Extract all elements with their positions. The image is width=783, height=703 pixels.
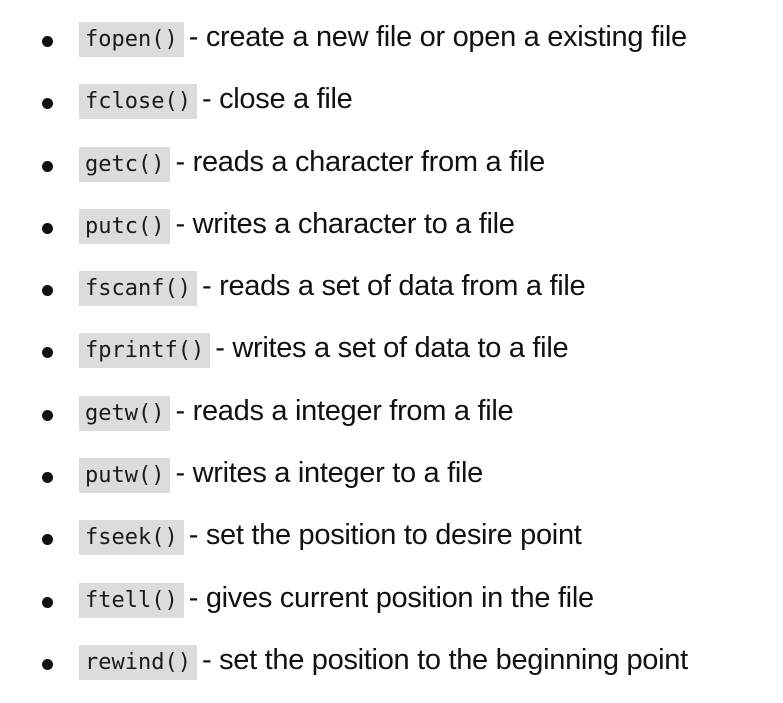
list-item: fprintf() - writes a set of data to a fi… xyxy=(0,320,783,382)
bullet-icon xyxy=(42,98,53,110)
list-item: fclose() - close a file xyxy=(0,71,783,133)
function-code: rewind() xyxy=(79,644,197,680)
function-description: - close a file xyxy=(201,83,353,116)
list-item-body: putw() - writes a integer to a file xyxy=(79,457,483,494)
list-item-body: fopen() - create a new file or open a ex… xyxy=(79,21,687,57)
file-functions-list: fopen() - create a new file or open a ex… xyxy=(0,9,783,694)
function-description: - gives current position in the file xyxy=(188,581,594,614)
function-code: fopen() xyxy=(79,22,184,57)
function-code: fseek() xyxy=(79,520,184,556)
function-description: - create a new file or open a existing f… xyxy=(188,21,687,53)
function-description: - reads a character from a file xyxy=(175,145,545,178)
function-code: fprintf() xyxy=(79,333,211,369)
list-item-body: putc() - writes a character to a file xyxy=(79,207,515,244)
list-item-body: fprintf() - writes a set of data to a fi… xyxy=(79,332,569,369)
function-code: fclose() xyxy=(79,84,197,120)
bullet-icon xyxy=(42,347,53,359)
bullet-icon xyxy=(42,472,53,484)
function-description: - reads a set of data from a file xyxy=(201,270,586,303)
list-item-body: fscanf() - reads a set of data from a fi… xyxy=(79,270,586,307)
function-description: - writes a integer to a file xyxy=(175,457,483,490)
list-item-body: ftell() - gives current position in the … xyxy=(79,581,594,618)
list-item: putw() - writes a integer to a file xyxy=(0,445,783,507)
bullet-icon xyxy=(42,160,53,172)
function-description: - set the position to the beginning poin… xyxy=(201,643,688,676)
function-code: putc() xyxy=(79,208,171,244)
function-description: - set the position to desire point xyxy=(188,519,582,552)
function-description: - reads a integer from a file xyxy=(175,394,514,427)
list-item-body: getw() - reads a integer from a file xyxy=(79,394,514,431)
list-item-body: rewind() - set the position to the begin… xyxy=(79,643,688,680)
bullet-icon xyxy=(42,658,53,670)
list-item-body: fseek() - set the position to desire poi… xyxy=(79,519,582,556)
bullet-icon xyxy=(42,409,53,421)
function-description: - writes a character to a file xyxy=(175,207,515,240)
list-item: putc() - writes a character to a file xyxy=(0,196,783,258)
function-code: putw() xyxy=(79,458,171,494)
function-description: - writes a set of data to a file xyxy=(215,332,569,365)
list-item-body: fclose() - close a file xyxy=(79,83,353,120)
list-item: getw() - reads a integer from a file xyxy=(0,383,783,445)
function-code: getc() xyxy=(79,146,171,182)
list-item-body: getc() - reads a character from a file xyxy=(79,145,545,182)
list-item: getc() - reads a character from a file xyxy=(0,134,783,196)
list-item: fscanf() - reads a set of data from a fi… xyxy=(0,258,783,320)
list-item: ftell() - gives current position in the … xyxy=(0,570,783,632)
bullet-icon xyxy=(42,285,53,297)
function-code: fscanf() xyxy=(79,271,197,307)
bullet-icon xyxy=(42,596,53,608)
bullet-icon xyxy=(42,36,53,47)
list-item: fopen() - create a new file or open a ex… xyxy=(0,9,783,71)
bullet-icon xyxy=(42,222,53,234)
function-code: getw() xyxy=(79,395,171,431)
function-code: ftell() xyxy=(79,582,184,618)
bullet-icon xyxy=(42,534,53,546)
list-item: fseek() - set the position to desire poi… xyxy=(0,507,783,569)
list-item: rewind() - set the position to the begin… xyxy=(0,632,783,694)
